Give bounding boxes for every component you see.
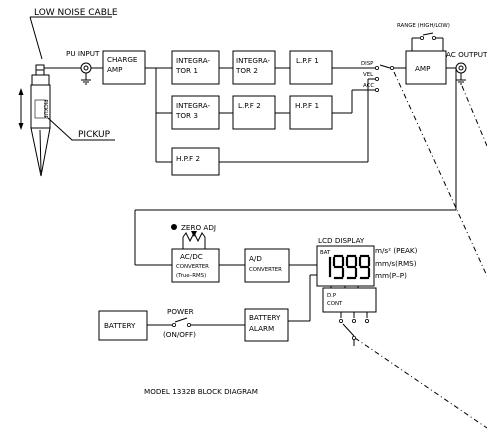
integrator-2-line2: TOR 2: [235, 66, 258, 75]
dp-line2: CONT: [327, 301, 343, 307]
dp-line1: D.P: [327, 293, 337, 299]
zero-adj-label: ZERO ADJ: [181, 223, 216, 232]
integrator-2-line1: INTEGRA-: [236, 56, 270, 65]
acdc-converter-block: [171, 248, 220, 283]
leader-dashdot-output: [461, 85, 487, 147]
vibration-arrow: [18, 88, 24, 130]
battery-alarm-line1: BATTERY: [249, 313, 281, 322]
leader-dashdot-lower: [354, 337, 487, 429]
dp-cont-block: [322, 287, 377, 313]
battery-block: [98, 310, 148, 341]
ac-output-label: AC OUTPUT: [446, 50, 487, 59]
lcd-title: LCD DISPLAY: [318, 236, 365, 245]
mode-selector-switch: DISP VEL ACC: [361, 61, 394, 93]
power-switch: [171, 317, 191, 327]
integrator-2-block: [232, 50, 276, 85]
lpf-2-label: L.P.F 2: [238, 101, 261, 110]
cable-label: LOW NOISE CABLE: [34, 8, 118, 18]
switch-acc-label: ACC: [363, 83, 374, 89]
acdc-line2: CONVERTER: [176, 264, 209, 270]
lcd-seven-segment-digits: [328, 254, 371, 280]
ad-line1: A/D: [249, 254, 262, 263]
power-label: POWER: [167, 307, 194, 316]
switch-vel-label: VEL: [363, 72, 373, 78]
battery-alarm-block: [244, 308, 289, 342]
switch-disp-label: DISP: [361, 61, 374, 67]
diagram-caption: MODEL 1332B BLOCK DIAGRAM: [144, 387, 258, 396]
pickup-sensor: PICKUP: [30, 64, 82, 177]
acdc-line1: AC/DC: [180, 252, 203, 261]
lpf-2-block: [232, 95, 276, 130]
range-label: RANGE (HIGH/LOW): [397, 23, 450, 29]
lpf-1-block: [289, 50, 333, 85]
ad-line2: CONVERTER: [249, 267, 282, 273]
unit-pp: mm(P–P): [375, 271, 407, 280]
dp-selector-switch: [338, 312, 369, 346]
battery-label: BATTERY: [104, 321, 136, 330]
hpf-1-label: H.P.F 1: [295, 101, 319, 110]
hpf-2-block: [171, 147, 220, 176]
pickup-label: PICKUP: [78, 130, 111, 140]
leader-dashdot-upper: [393, 71, 487, 277]
unit-rms: mm/s(RMS): [375, 259, 417, 268]
lpf-1-label: L.P.F 1: [296, 56, 319, 65]
pu-input-connector: [80, 62, 92, 85]
amp-block: [405, 50, 447, 85]
battery-alarm-line2: ALARM: [249, 324, 274, 333]
unit-peak: m/s² (PEAK): [375, 246, 418, 255]
ac-output-connector: [455, 62, 467, 85]
cable-leader: [29, 16, 43, 60]
pickup-leader: [47, 117, 115, 141]
integrator-3-line1: INTEGRA-: [176, 101, 210, 110]
integrator-1-line2: TOR 1: [175, 66, 198, 75]
integrator-1-block: [171, 50, 220, 85]
pu-input-label: PU INPUT: [66, 49, 100, 58]
amp-label: AMP: [415, 64, 431, 73]
pickup-tag: PICKUP: [42, 99, 48, 119]
integrator-3-line2: TOR 3: [175, 111, 198, 120]
power-sub-label: (ON/OFF): [163, 330, 196, 339]
charge-amp-line2: AMP: [107, 65, 123, 74]
zero-adj-pot: [171, 224, 206, 249]
range-switch: [411, 32, 444, 51]
lcd-bat-indicator: BAT: [320, 250, 331, 256]
charge-amp-line1: CHARGE: [107, 55, 138, 64]
hpf-2-label: H.P.F 2: [176, 154, 200, 163]
integrator-1-line1: INTEGRA-: [176, 56, 210, 65]
acdc-line3: (True–RMS): [176, 273, 206, 279]
